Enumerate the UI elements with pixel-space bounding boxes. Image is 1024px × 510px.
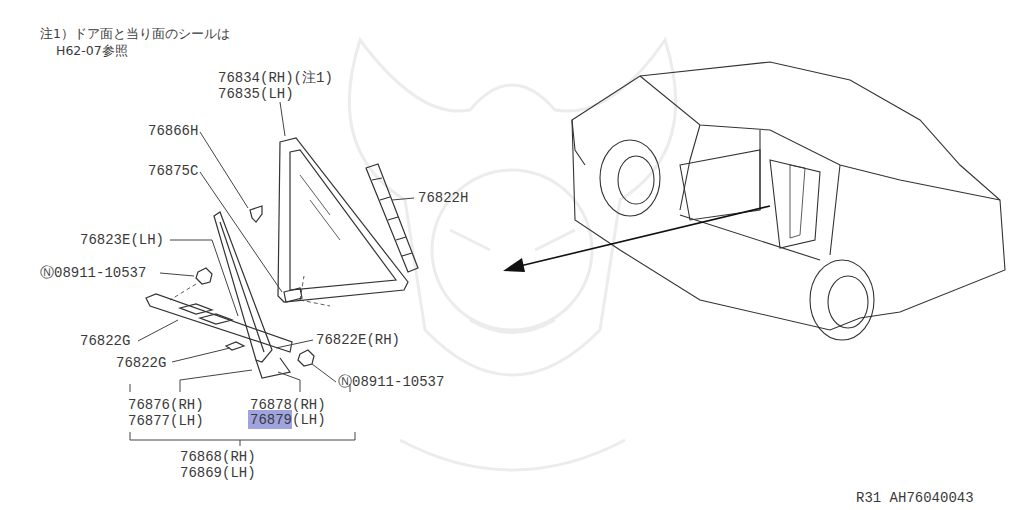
leader-lines: [130, 102, 414, 446]
part-number: 76875C: [148, 163, 198, 179]
window-parts: [146, 138, 418, 378]
part-number: Ⓝ08911-10537: [338, 374, 444, 390]
part-number: 76835(LH): [218, 86, 294, 102]
part-number: 76822H: [418, 190, 468, 206]
part-number: 76822E(RH): [316, 332, 400, 348]
part-number: 76822G: [116, 355, 166, 371]
part-number: 76866H: [148, 123, 198, 139]
pointer-arrow: [503, 206, 770, 272]
car-illustration: [572, 62, 1005, 340]
watermark: [349, 40, 675, 470]
part-number: 76876(RH): [128, 397, 204, 413]
note-text: H62-07参照: [56, 43, 128, 59]
part-number: 76834(RH)(注1): [218, 70, 333, 86]
part-number: 76822G: [80, 333, 130, 349]
part-number: 76877(LH): [128, 413, 204, 429]
part-number: 76869(LH): [180, 465, 256, 481]
figure-code: R31 AH76040043: [856, 490, 974, 506]
part-number: 76879(LH): [250, 412, 326, 428]
part-number: Ⓝ08911-10537: [40, 265, 146, 281]
part-number: 76878(RH): [250, 397, 326, 413]
note-text: 注1）ドア面と当り面のシールは: [40, 26, 230, 42]
part-number: 76823E(LH): [80, 232, 164, 248]
part-number: 76868(RH): [180, 449, 256, 465]
